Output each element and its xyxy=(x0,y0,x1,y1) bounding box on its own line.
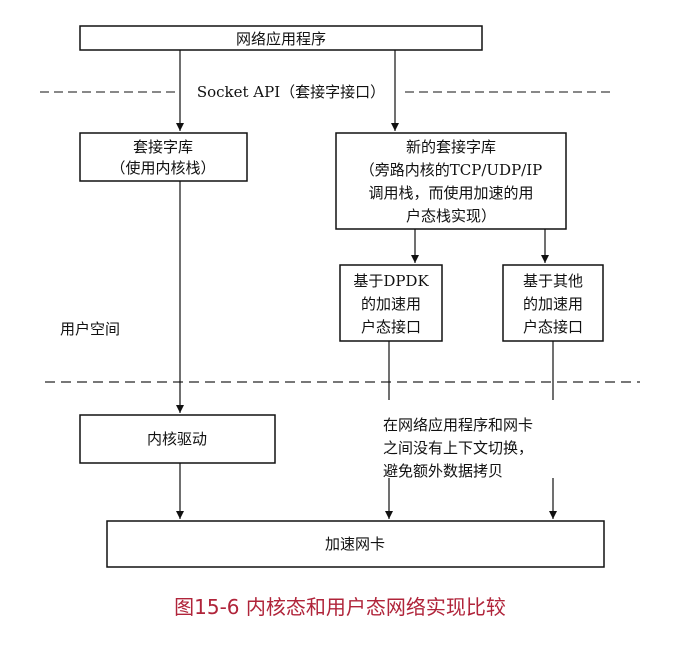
socket-lib-line-2: （使用内核栈） xyxy=(110,159,215,177)
dpdk-interface-box: 基于DPDK 的加速用 户态接口 xyxy=(339,264,443,342)
application-label: 网络应用程序 xyxy=(236,30,326,48)
other-line-2: 的加速用 xyxy=(523,295,583,313)
dpdk-line-3: 户态接口 xyxy=(361,318,421,336)
socket-lib-line-1: 套接字库 xyxy=(133,138,193,156)
socket-api-divider: Socket API（套接字接口） xyxy=(40,83,610,101)
figure-caption: 图15-6 内核态和用户态网络实现比较 xyxy=(174,595,506,619)
socket-api-label: Socket API（套接字接口） xyxy=(197,83,385,101)
other-line-3: 户态接口 xyxy=(523,318,583,336)
new-socket-lib-box: 新的套接字库 （旁路内核的TCP/UDP/IP 调用栈，而使用加速的用 户态栈实… xyxy=(335,132,567,230)
context-switch-note: 在网络应用程序和网卡 之间没有上下文切换， 避免额外数据拷贝 xyxy=(383,416,533,480)
new-socket-lib-line-1: 新的套接字库 xyxy=(406,138,496,156)
kernel-driver-box: 内核驱动 xyxy=(79,414,276,464)
new-socket-lib-line-3: 调用栈，而使用加速的用 xyxy=(368,184,533,202)
application-box: 网络应用程序 xyxy=(79,25,483,51)
other-interface-box: 基于其他 的加速用 户态接口 xyxy=(502,264,604,342)
accelerated-nic-box: 加速网卡 xyxy=(106,520,605,568)
note-line-1: 在网络应用程序和网卡 xyxy=(383,416,533,434)
nic-label: 加速网卡 xyxy=(325,535,385,553)
note-line-2: 之间没有上下文切换， xyxy=(383,439,533,457)
note-line-3: 避免额外数据拷贝 xyxy=(383,462,503,480)
user-space-label: 用户空间 xyxy=(60,320,120,338)
other-line-1: 基于其他 xyxy=(523,272,583,290)
new-socket-lib-line-2: （旁路内核的TCP/UDP/IP xyxy=(360,161,542,179)
dpdk-line-1: 基于DPDK xyxy=(353,272,429,290)
kernel-driver-label: 内核驱动 xyxy=(147,430,207,448)
dpdk-line-2: 的加速用 xyxy=(361,295,421,313)
new-socket-lib-line-4: 户态栈实现） xyxy=(406,207,496,225)
socket-lib-box: 套接字库 （使用内核栈） xyxy=(79,132,248,182)
